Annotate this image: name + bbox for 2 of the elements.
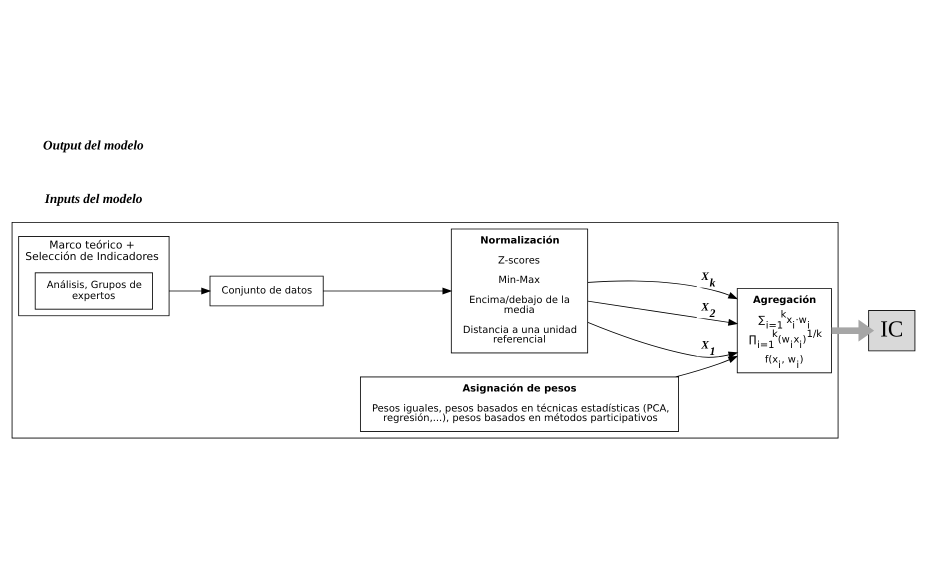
- label: Inputs del modelo: [44, 190, 142, 206]
- label: Output del modelo: [43, 136, 144, 152]
